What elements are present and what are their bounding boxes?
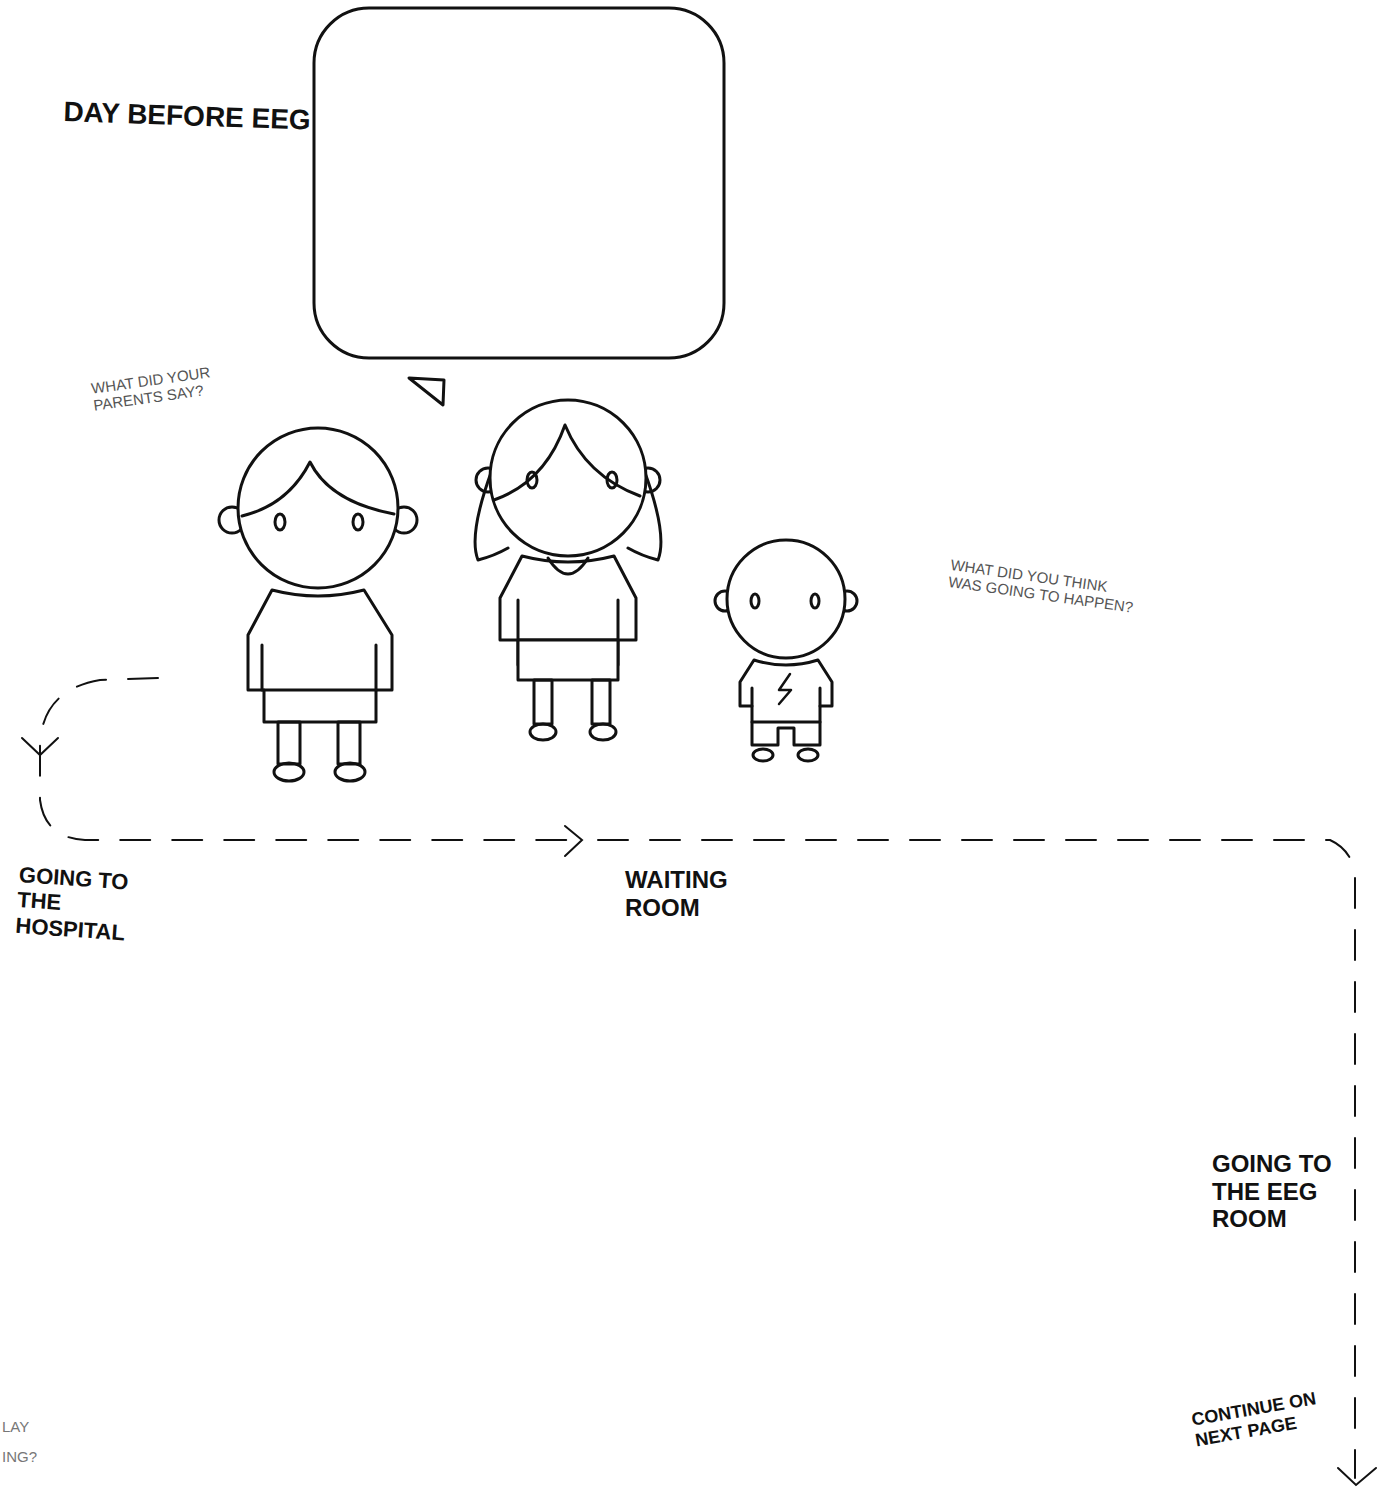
speech-bubble [314, 8, 724, 358]
child-figure [715, 540, 857, 761]
continue-note: CONTINUE ON NEXT PAGE [1190, 1386, 1335, 1451]
cut-off-note: ING? [2, 1448, 62, 1465]
father-figure [219, 428, 417, 781]
stage-label: WAITING ROOM [625, 866, 745, 921]
stage-label: GOING TO THE HOSPITAL [15, 862, 170, 948]
mother-figure [475, 400, 661, 740]
prompt-note: WHAT DID YOU THINK WAS GOING TO HAPPEN? [947, 556, 1140, 617]
stage-label: GOING TO THE EEG ROOM [1212, 1150, 1337, 1233]
page-title: DAY BEFORE EEG [63, 96, 311, 137]
cut-off-note: LAY [2, 1418, 62, 1435]
prompt-note: WHAT DID YOUR PARENTS SAY? [90, 361, 233, 415]
journey-path [22, 678, 1376, 1485]
speech-bubble-tail [409, 378, 444, 405]
